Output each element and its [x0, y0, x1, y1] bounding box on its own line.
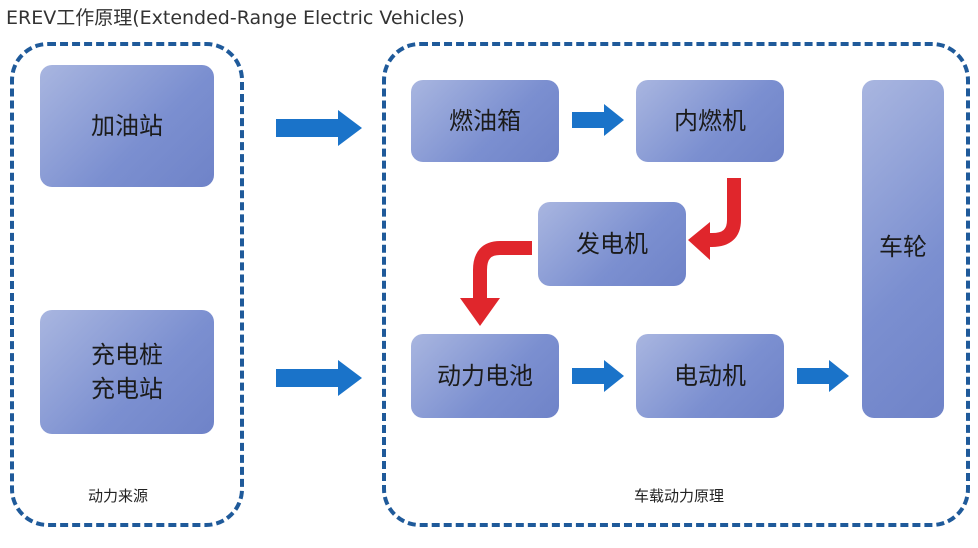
group-onboard-power-label: 车载动力原理	[634, 487, 725, 505]
arrow-generator-to-battery	[460, 241, 532, 326]
node-motor: 电动机	[636, 334, 784, 418]
node-charging-label-2: 充电站	[91, 375, 163, 403]
node-wheels-label: 车轮	[879, 233, 927, 261]
diagram-title: EREV工作原理(Extended-Range Electric Vehicle…	[6, 7, 465, 29]
group-power-source	[10, 42, 244, 527]
node-fuel-tank-label: 燃油箱	[449, 107, 521, 135]
arrow-charging-to-battery	[276, 360, 362, 396]
node-generator: 发电机	[538, 202, 686, 286]
node-engine-label: 内燃机	[674, 107, 746, 135]
node-gas-station-label: 加油站	[91, 112, 163, 140]
node-engine: 内燃机	[636, 80, 784, 162]
arrow-gas-to-tank	[276, 110, 362, 146]
node-fuel-tank: 燃油箱	[411, 80, 559, 162]
node-battery-label: 动力电池	[437, 362, 533, 390]
arrow-battery-to-motor	[572, 360, 624, 392]
node-generator-label: 发电机	[576, 230, 648, 258]
node-motor-label: 电动机	[674, 362, 746, 390]
arrow-motor-to-wheels	[797, 360, 849, 392]
group-power-source-label: 动力来源	[88, 487, 149, 505]
arrow-tank-to-engine	[572, 104, 624, 136]
arrow-engine-to-generator	[688, 178, 741, 260]
node-battery: 动力电池	[411, 334, 559, 418]
node-charging-label-1: 充电桩	[91, 341, 163, 369]
group-onboard-power	[382, 42, 970, 527]
node-charging: 充电桩 充电站	[40, 310, 214, 434]
node-gas-station: 加油站	[40, 65, 214, 187]
node-wheels: 车轮	[862, 80, 944, 418]
